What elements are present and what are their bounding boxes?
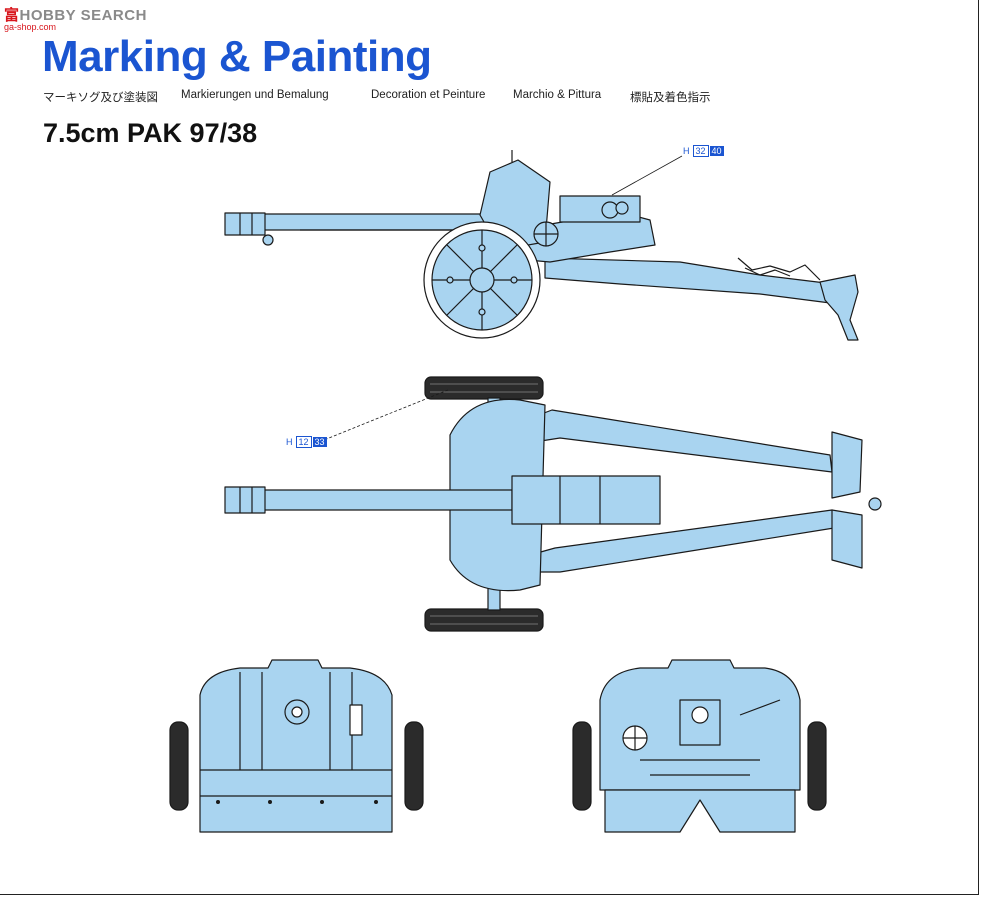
watermark-part1: 富 — [4, 7, 20, 24]
top-callout-leader — [323, 389, 449, 441]
subtitle-italian: Marchio & Pittura — [513, 89, 602, 101]
top-tire-upper — [424, 376, 544, 400]
side-muzzle-brake — [224, 212, 266, 236]
callout-prefix: H — [683, 146, 690, 156]
front-wheel-right — [404, 721, 424, 811]
rear-wheel-left — [572, 721, 592, 811]
rear-trails — [604, 789, 796, 833]
top-spade-lower — [831, 509, 863, 569]
front-wheel-left — [169, 721, 189, 811]
side-view — [224, 150, 859, 341]
subtitle-german: Markierungen und Bemalung — [181, 89, 329, 101]
subtitle-japanese: マーキソグ及び塗装図 — [43, 92, 158, 104]
top-tire-lower — [424, 608, 544, 632]
callout-prefix: H — [286, 437, 293, 447]
top-muzzle-brake — [224, 486, 266, 514]
watermark-sub: ga-shop.com — [4, 22, 57, 32]
watermark-logo: 富HOBBY SEARCH — [4, 4, 147, 25]
top-barrel — [261, 489, 513, 511]
side-trail — [544, 257, 849, 305]
front-shield — [199, 659, 393, 833]
subtitle-chinese: 標貼及着色指示 — [630, 92, 711, 104]
top-view — [224, 376, 882, 632]
callout-code: 32 — [692, 145, 709, 157]
top-spade-upper — [831, 431, 863, 499]
front-view — [169, 659, 424, 833]
rear-view — [572, 659, 827, 833]
watermark-part2: HOBBY SEARCH — [19, 7, 147, 24]
side-callout-label: H 32 40 — [683, 145, 724, 157]
top-callout-label: H 12 33 — [286, 436, 327, 448]
frame-right-rule — [978, 0, 979, 895]
page-title: Marking & Painting — [42, 32, 432, 81]
top-breech — [511, 475, 661, 525]
callout-code: 12 — [295, 436, 312, 448]
rear-wheel-right — [807, 721, 827, 811]
callout-code: 33 — [312, 437, 327, 447]
side-barrel — [261, 213, 488, 231]
callout-code: 40 — [709, 146, 724, 156]
side-callout-leader — [611, 155, 683, 196]
model-name: 7.5cm PAK 97/38 — [43, 118, 258, 148]
frame-bottom-rule — [0, 894, 979, 895]
side-trail-end — [819, 274, 859, 341]
top-trail-upper — [511, 409, 833, 473]
subtitle-french: Decoration et Peinture — [371, 89, 486, 101]
